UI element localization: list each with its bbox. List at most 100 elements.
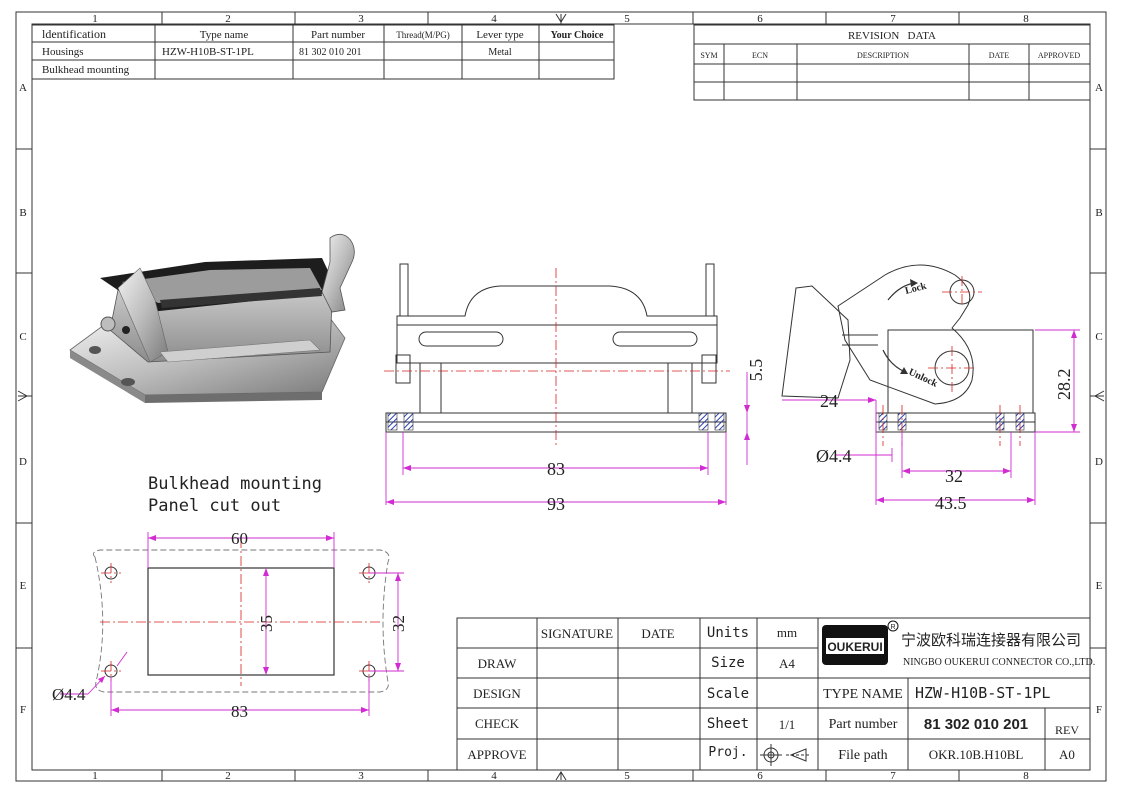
product-photo [69, 234, 355, 403]
svg-text:OUKERUI: OUKERUI [827, 640, 882, 654]
tb-proj-label: Proj. [708, 745, 747, 760]
ident-header-part-number: Part number [311, 29, 365, 41]
zone-col-4-bottom: 4 [491, 770, 497, 782]
side-dim-43-5: 43.5 [935, 493, 967, 513]
zone-col-6-top: 6 [757, 13, 763, 25]
zone-row-b-left: B [19, 207, 26, 219]
tb-company-cn: 宁波欧科瑞连接器有限公司 [901, 632, 1081, 649]
revision-table: REVISION DATA SYM ECN DESCRIPTION DATE A… [693, 24, 1091, 101]
zone-col-5-top: 5 [624, 13, 630, 25]
ident-cell-housings: Housings [42, 46, 84, 58]
tb-company-en: NINGBO OUKERUI CONNECTOR CO.,LTD. [903, 657, 1095, 668]
ident-header-your-choice: Your Choice [551, 30, 604, 41]
cutout-dim-60: 60 [231, 529, 248, 548]
zone-col-7-bottom: 7 [890, 770, 896, 782]
cutout-dim-83: 83 [231, 702, 248, 721]
ident-header-identification: ldentification [42, 27, 106, 41]
tb-part-number-label: Part number [829, 717, 898, 732]
zone-col-1-bottom: 1 [92, 770, 98, 782]
ident-cell-type-value: HZW-H10B-ST-1PL [162, 46, 254, 58]
tb-file-path-value: OKR.10B.H10BL [929, 747, 1024, 762]
centering-marks [17, 13, 1105, 781]
tb-date-header: DATE [641, 626, 674, 641]
tb-units-value: mm [777, 625, 797, 640]
ident-cell-lever-value: Metal [488, 47, 512, 58]
zone-col-6-bottom: 6 [757, 770, 763, 782]
zone-dividers [16, 12, 1106, 781]
revision-header-description: DESCRIPTION [857, 51, 909, 60]
revision-header-approved: APPROVED [1038, 51, 1080, 60]
cutout-dim-hole: Ø4.4 [52, 685, 86, 704]
cutout-dim-35: 35 [257, 615, 276, 632]
tb-rev-label: REV [1055, 723, 1079, 737]
tb-units-label: Units [707, 625, 749, 641]
side-dim-28-2: 28.2 [1054, 369, 1074, 401]
tb-size-label: Size [711, 655, 745, 671]
front-view: 83 93 5.5 [384, 263, 766, 514]
front-dim-83: 83 [547, 459, 565, 479]
revision-header-ecn: ECN [752, 51, 768, 60]
zone-row-f-right: F [1096, 704, 1102, 716]
tb-approve-label: APPROVE [467, 747, 526, 762]
tb-draw-label: DRAW [478, 656, 517, 671]
side-dim-32: 32 [945, 466, 963, 486]
svg-text:R: R [890, 624, 895, 631]
tb-type-name-value: HZW-H10B-ST-1PL [915, 684, 1050, 702]
zone-col-7-top: 7 [890, 13, 896, 25]
side-view: Lock Unlock [781, 264, 1080, 513]
zone-col-3-top: 3 [358, 13, 364, 25]
cutout-dim-32: 32 [389, 615, 408, 632]
side-dim-24: 24 [820, 391, 838, 411]
zone-col-8-bottom: 8 [1023, 770, 1029, 782]
zone-row-d-left: D [19, 456, 27, 468]
panel-cutout: Bulkhead mounting Panel cut out [52, 474, 408, 721]
revision-header-date: DATE [989, 51, 1010, 60]
revision-header-sym: SYM [700, 51, 717, 60]
ident-header-type-name: Type name [200, 29, 249, 41]
unlock-label: Unlock [907, 367, 940, 390]
ident-cell-part-value: 81 302 010 201 [299, 47, 362, 58]
zone-col-3-bottom: 3 [358, 770, 364, 782]
zone-labels: 1 2 3 4 5 6 7 8 1 2 3 4 5 6 7 8 A B C D … [19, 13, 1103, 782]
tb-size-value: A4 [779, 656, 795, 671]
side-dim-hole: Ø4.4 [816, 446, 852, 466]
zone-row-d-right: D [1095, 456, 1103, 468]
ident-cell-bulkhead: Bulkhead mounting [42, 64, 130, 76]
zone-col-2-top: 2 [225, 13, 231, 25]
front-dim-5-5: 5.5 [746, 359, 766, 382]
cutout-title-line1: Bulkhead mounting [148, 474, 322, 494]
zone-col-1-top: 1 [92, 13, 98, 25]
tb-design-label: DESIGN [473, 686, 521, 701]
zone-row-a-right: A [1095, 82, 1103, 94]
zone-row-c-left: C [19, 331, 26, 343]
tb-scale-label: Scale [707, 686, 749, 702]
ident-header-lever-type: Lever type [476, 29, 523, 41]
tb-rev-value: A0 [1059, 747, 1075, 762]
zone-row-a-left: A [19, 82, 27, 94]
tb-signature-header: SIGNATURE [541, 626, 613, 641]
zone-col-5-bottom: 5 [624, 770, 630, 782]
ident-header-thread: Thread(M/PG) [396, 30, 450, 40]
zone-col-2-bottom: 2 [225, 770, 231, 782]
tb-part-number-value: 81 302 010 201 [924, 716, 1028, 733]
zone-row-f-left: F [20, 704, 26, 716]
front-dim-93: 93 [547, 494, 565, 514]
zone-col-8-top: 8 [1023, 13, 1029, 25]
tb-sheet-label: Sheet [707, 716, 749, 732]
tb-check-label: CHECK [475, 716, 520, 731]
cutout-title-line2: Panel cut out [148, 496, 281, 516]
identification-table: ldentification Type name Part number Thr… [31, 24, 615, 80]
tb-type-name-label: TYPE NAME [823, 687, 903, 702]
revision-title: REVISION DATA [848, 30, 936, 42]
oukerui-logo: OUKERUI R [822, 620, 899, 665]
zone-row-c-right: C [1095, 331, 1102, 343]
zone-col-4-top: 4 [491, 13, 497, 25]
tb-file-path-label: File path [838, 748, 887, 763]
zone-row-e-right: E [1096, 580, 1103, 592]
tb-sheet-value: 1/1 [779, 717, 796, 732]
zone-row-e-left: E [20, 580, 27, 592]
projection-symbol-icon [760, 744, 810, 766]
zone-row-b-right: B [1095, 207, 1102, 219]
title-block: SIGNATURE DATE DRAW DESIGN CHECK APPROVE… [456, 617, 1095, 771]
